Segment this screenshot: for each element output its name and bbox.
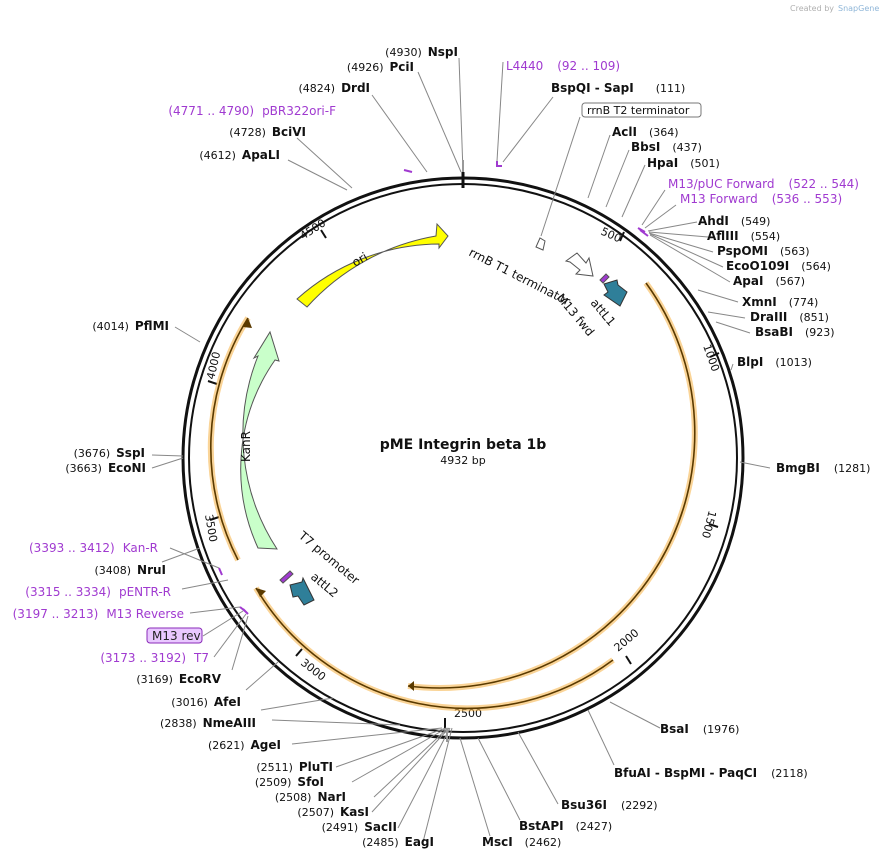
svg-text:(4930)NspI: (4930)NspI: [385, 45, 458, 59]
rrnb-t1-terminator-feature[interactable]: [564, 252, 594, 277]
site-name: BspQI - SapI: [551, 81, 634, 95]
svg-text:M13 Forward(536 .. 553): M13 Forward(536 .. 553): [680, 192, 842, 206]
svg-text:BstAPI(2427): BstAPI(2427): [519, 819, 612, 833]
svg-text:(3663)EcoNI: (3663)EcoNI: [65, 461, 146, 475]
tick-label-3500: 3500: [202, 513, 220, 543]
svg-text:L4440(92 .. 109): L4440 (92 .. 109): [506, 59, 620, 73]
svg-text:(2507)KasI: (2507)KasI: [297, 805, 369, 819]
kanr-label: KanR: [239, 431, 253, 462]
svg-text:(3169)EcoRV: (3169)EcoRV: [136, 672, 221, 686]
t7-promoter-feature[interactable]: [279, 570, 294, 584]
svg-text:(4771 .. 4790)pBR322ori-F: (4771 .. 4790)pBR322ori-F: [168, 104, 336, 118]
rrnb-t2-label: rrnB T2 terminator: [587, 104, 690, 117]
svg-text:(2511)PluTI: (2511)PluTI: [256, 760, 333, 774]
ori-label: ori: [350, 250, 371, 270]
svg-text:(2491)SacII: (2491)SacII: [322, 820, 397, 834]
ori-feature[interactable]: [296, 222, 449, 308]
svg-text:(2508)NarI: (2508)NarI: [275, 790, 346, 804]
svg-text:BlpI(1013): BlpI(1013): [737, 355, 812, 369]
svg-text:(3676)SspI: (3676)SspI: [74, 446, 145, 460]
map-length: 4932 bp: [440, 454, 485, 467]
l4440-range: (92 .. 109): [557, 59, 620, 73]
map-title: pME Integrin beta 1b: [380, 437, 547, 453]
svg-text:AhdI(549): AhdI(549): [698, 214, 770, 228]
svg-text:(4612)ApaLI: (4612)ApaLI: [199, 148, 280, 162]
l4440-name: L4440: [506, 59, 543, 73]
tick-label-4000: 4000: [204, 350, 223, 380]
leader-lines: [151, 57, 771, 843]
svg-text:(2621)AgeI: (2621)AgeI: [208, 738, 281, 752]
attl1-feature[interactable]: [603, 279, 628, 307]
site-pos: (111): [656, 82, 686, 95]
svg-text:Bsu36I(2292): Bsu36I(2292): [561, 798, 658, 812]
svg-text:(4824)DrdI: (4824)DrdI: [298, 81, 370, 95]
svg-text:BspQI - SapI(111): BspQI - SapI (111): [551, 81, 685, 95]
svg-text:(3197 .. 3213)M13 Reverse: (3197 .. 3213)M13 Reverse: [13, 607, 184, 621]
tick-label-500: 500: [599, 225, 623, 245]
svg-text:(3173 .. 3192)T7: (3173 .. 3192)T7: [100, 651, 209, 665]
attl2-feature[interactable]: [289, 576, 315, 606]
svg-text:(3016)AfeI: (3016)AfeI: [171, 695, 241, 709]
svg-text:PspOMI(563): PspOMI(563): [717, 244, 810, 258]
svg-text:(2509)SfoI: (2509)SfoI: [255, 775, 324, 789]
kanr-feature[interactable]: [240, 330, 280, 550]
m13-rev-box-label: M13 rev: [152, 629, 201, 643]
attl2-label: attL2: [308, 570, 341, 601]
svg-text:DraIII(851): DraIII(851): [750, 310, 829, 324]
svg-text:(4014)PflMI: (4014)PflMI: [92, 319, 169, 333]
left-site-labels: (4930)NspI (4926)PciI (4824)DrdI (4728)B…: [65, 45, 458, 849]
svg-text:BmgBI(1281): BmgBI(1281): [776, 461, 870, 475]
svg-text:BsaI(1976): BsaI(1976): [660, 722, 739, 736]
svg-text:MscI(2462): MscI(2462): [482, 835, 561, 849]
svg-text:HpaI(501): HpaI(501): [647, 156, 720, 170]
svg-text:(4728)BciVI: (4728)BciVI: [229, 125, 306, 139]
tick-marks: [207, 229, 720, 728]
primer-labels: L4440 (92 .. 109) (4771 .. 4790)pBR322ori…: [13, 59, 859, 665]
svg-text:AflIII(554): AflIII(554): [707, 229, 780, 243]
snapgene-logo: SnapGene: [838, 4, 879, 13]
svg-text:ApaI(567): ApaI(567): [733, 274, 805, 288]
tick-label-2000: 2000: [612, 626, 642, 654]
right-site-labels: BspQI - SapI (111) AclI(364) BbsI(437) Hp…: [482, 81, 870, 849]
rrnb-t2-leader: [540, 116, 581, 237]
svg-text:(3393 .. 3412)Kan-R: (3393 .. 3412)Kan-R: [29, 541, 158, 555]
svg-text:BbsI(437): BbsI(437): [631, 140, 702, 154]
svg-text:BfuAI - BspMI - PaqCI(2118): BfuAI - BspMI - PaqCI(2118): [614, 766, 808, 780]
svg-text:BsaBI(923): BsaBI(923): [755, 325, 835, 339]
orf-arcs: [207, 281, 698, 712]
svg-text:EcoO109I(564): EcoO109I(564): [726, 259, 831, 273]
rrnb-t2-terminator-feature[interactable]: [535, 237, 546, 251]
m13-rev-box[interactable]: [146, 627, 203, 644]
primer-marks: [218, 161, 649, 615]
svg-text:(2485)EagI: (2485)EagI: [362, 835, 434, 849]
svg-text:(3408)NruI: (3408)NruI: [94, 563, 166, 577]
rrnb-t2-box[interactable]: [581, 102, 702, 118]
svg-text:M13/pUC Forward(522 .. 544): M13/pUC Forward(522 .. 544): [668, 177, 859, 191]
credit-text: Created by: [790, 4, 834, 13]
tick-label-1500: 1500: [699, 509, 719, 539]
m13-fwd-label: M13 fwd: [554, 291, 597, 339]
svg-text:XmnI(774): XmnI(774): [742, 295, 818, 309]
svg-text:(4926)PciI: (4926)PciI: [347, 60, 414, 74]
svg-text:(3315 .. 3334)pENTR-R: (3315 .. 3334)pENTR-R: [25, 585, 171, 599]
svg-text:AclI(364): AclI(364): [612, 125, 679, 139]
svg-text:(2838)NmeAIII: (2838)NmeAIII: [160, 716, 256, 730]
m13-fwd-feature[interactable]: [599, 273, 610, 284]
